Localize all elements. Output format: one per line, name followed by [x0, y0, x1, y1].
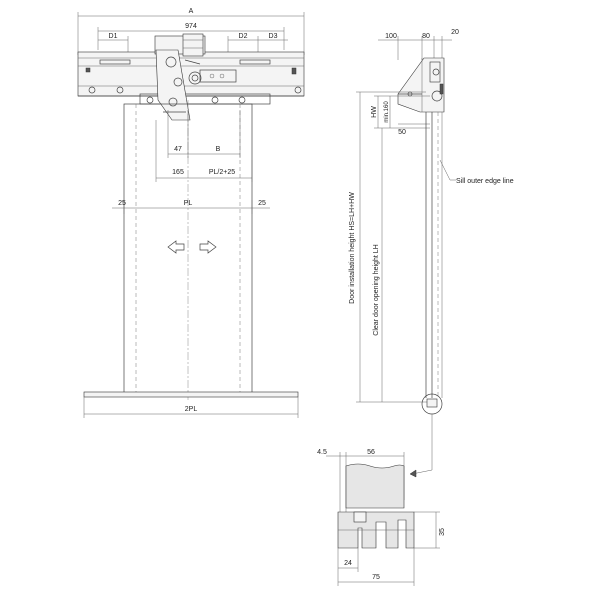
dim-d1-label: D1: [109, 33, 118, 40]
dim-d3-label: D3: [269, 33, 278, 40]
side-operator-bracket: [397, 57, 445, 113]
side-hw-dimensions: HW min.160 50: [371, 95, 430, 136]
dimension-47-b: 47 B: [167, 110, 241, 158]
dimension-d-marks: D1 D2 D3: [98, 33, 288, 52]
operator-header-beam: [77, 51, 305, 105]
dim-min160-label: min.160: [384, 101, 390, 123]
dim-2pl-label: 2PL: [185, 406, 198, 413]
dim-50-label: 50: [398, 129, 406, 136]
sill-edge-callout: Sill outer edge line: [439, 159, 514, 185]
dim-35-label: 35: [439, 528, 446, 536]
front-view: A 974 D1 D2 D3: [77, 8, 305, 418]
right-arrow-icon: [199, 240, 217, 254]
dim-75-label: 75: [372, 574, 380, 581]
dim-24-label: 24: [344, 560, 352, 567]
dimension-165-pl: 165 PL/2+25: [155, 120, 253, 182]
dim-100-label: 100: [385, 33, 397, 40]
side-view: 100 80 20 HW min.160 50: [349, 29, 514, 478]
side-top-dimensions: 100 80 20: [378, 29, 459, 60]
detail-circle: [409, 393, 443, 478]
dim-20-label: 20: [451, 29, 459, 36]
side-height-dimensions: Door installation height HS=LH+HW Clear …: [349, 91, 430, 403]
dim-47-label: 47: [174, 146, 182, 153]
dim-pl-label: PL: [184, 200, 193, 207]
sill-edge-label: Sill outer edge line: [456, 178, 514, 185]
side-door-edge: [425, 112, 443, 398]
dimension-974: 974: [97, 23, 285, 50]
dim-pl-half-label: PL/2+25: [209, 169, 235, 176]
dim-left-25-label: 25: [118, 200, 126, 207]
left-arrow-icon: [167, 240, 185, 254]
dimension-pl: 25 PL 25: [112, 200, 270, 214]
dim-hw-label: HW: [371, 106, 378, 118]
dim-165-label: 165: [172, 169, 184, 176]
clear-height-label: Clear door opening height LH: [373, 244, 380, 335]
motor-assembly: [154, 33, 206, 121]
dim-b-label: B: [216, 146, 221, 153]
dimension-a: A: [77, 8, 305, 55]
door-bottom-section: [345, 463, 405, 509]
dim-80-label: 80: [422, 33, 430, 40]
dim-974-label: 974: [185, 23, 197, 30]
dim-right-25-label: 25: [258, 200, 266, 207]
dim-56-label: 56: [367, 449, 375, 456]
dim-4-5-label: 4.5: [317, 449, 327, 456]
dim-a-label: A: [189, 8, 194, 15]
sill-detail: 4.5 56 35 24 75: [317, 449, 446, 586]
install-height-label: Door installation height HS=LH+HW: [349, 192, 356, 304]
front-sill: 2PL: [83, 391, 299, 418]
dim-d2-label: D2: [239, 33, 248, 40]
